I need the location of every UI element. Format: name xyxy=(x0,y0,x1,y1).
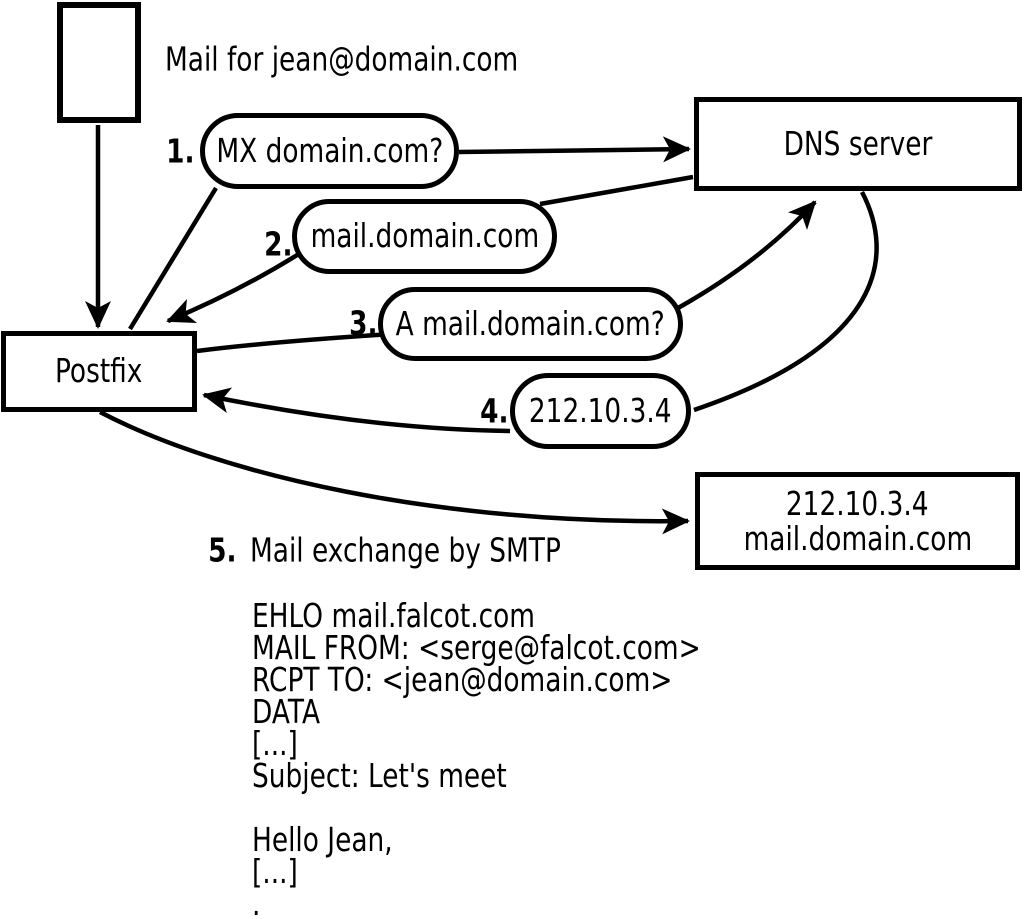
line-postfix-to-query3 xyxy=(196,331,393,354)
step-number-3: 3. xyxy=(348,303,377,343)
diagram-title: Mail for jean@domain.com xyxy=(165,39,519,79)
arrow-response4-to-postfix xyxy=(202,387,511,434)
mail-server-node: 212.10.3.4 mail.domain.com xyxy=(695,472,1020,570)
response-mx-pill: mail.domain.com xyxy=(292,199,557,274)
smtp-line: EHLO mail.falcot.com xyxy=(252,596,536,635)
smtp-line: RCPT TO: <jean@domain.com> xyxy=(252,660,673,699)
query-mx-label: MX domain.com? xyxy=(216,130,443,170)
smtp-line: Hello Jean, xyxy=(252,820,393,859)
step-number-1: 1. xyxy=(165,131,194,171)
query-mx-pill: MX domain.com? xyxy=(200,113,459,189)
envelope-node xyxy=(57,2,141,123)
step-number-2: 2. xyxy=(263,224,292,264)
step-number-5: 5. xyxy=(207,530,236,570)
arrow-query1-to-dns xyxy=(458,136,691,163)
dns-server-node: DNS server xyxy=(694,97,1022,191)
mail-server-ip: 212.10.3.4 xyxy=(786,484,929,523)
smtp-line: DATA xyxy=(252,692,321,731)
step-number-4: 4. xyxy=(479,391,508,431)
smtp-line: Subject: Let's meet xyxy=(252,756,507,795)
arrow-response2-to-postfix xyxy=(166,250,304,324)
postfix-label: Postfix xyxy=(55,351,143,391)
smtp-line: [...] xyxy=(252,852,298,891)
line-postfix-to-query1 xyxy=(128,186,218,331)
arrow-query3-to-dns xyxy=(676,200,817,310)
response-a-label: 212.10.3.4 xyxy=(529,390,672,430)
line-dns-to-response2 xyxy=(539,174,694,207)
query-a-label: A mail.domain.com? xyxy=(395,303,666,343)
postfix-node: Postfix xyxy=(1,331,197,412)
smtp-session-text: EHLO mail.falcot.com MAIL FROM: <serge@f… xyxy=(252,596,701,919)
step-5-caption: Mail exchange by SMTP xyxy=(250,530,561,570)
response-mx-label: mail.domain.com xyxy=(310,216,539,256)
smtp-line: MAIL FROM: <serge@falcot.com> xyxy=(252,628,701,667)
smtp-line: . xyxy=(252,884,261,919)
arrow-smtp-to-mailserver xyxy=(98,410,690,535)
response-a-pill: 212.10.3.4 xyxy=(510,373,691,449)
smtp-line: [...] xyxy=(252,724,298,763)
line-dns-to-response4 xyxy=(693,190,879,413)
mail-server-labels: 212.10.3.4 mail.domain.com xyxy=(715,486,1001,556)
query-a-pill: A mail.domain.com? xyxy=(378,287,683,361)
mail-server-hostname: mail.domain.com xyxy=(743,519,972,558)
dns-server-label: DNS server xyxy=(783,123,933,163)
